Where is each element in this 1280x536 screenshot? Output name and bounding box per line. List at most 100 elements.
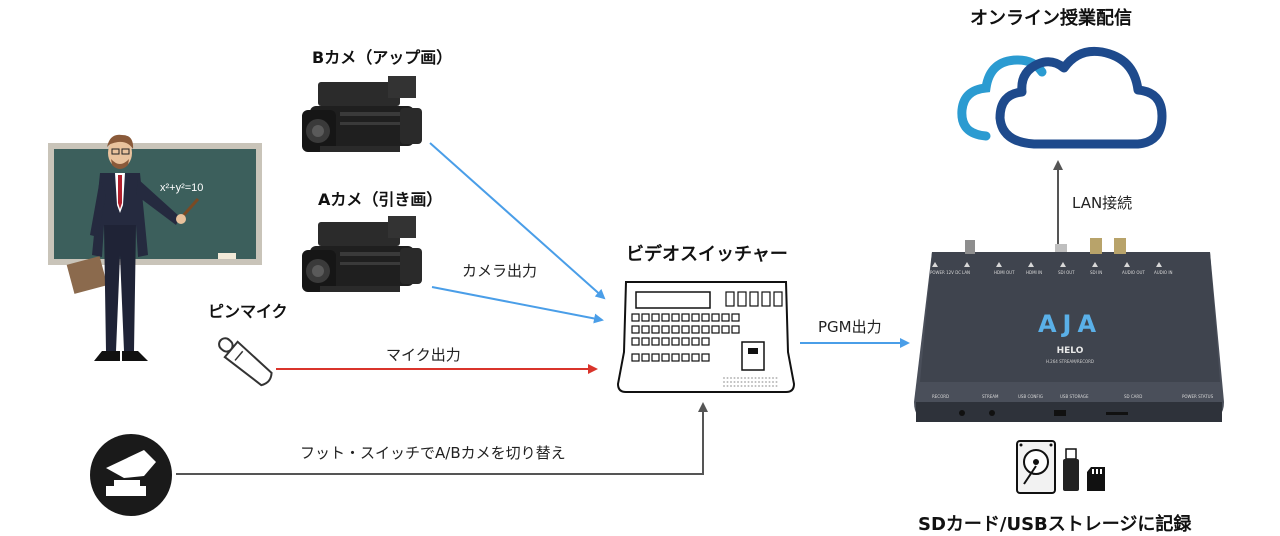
device-port-indicator [1092,262,1098,267]
storage-label: SDカード/USBストレージに記録 [918,514,1192,535]
switcher-speaker-dot [744,385,746,387]
device-port-label: AUDIO IN [1154,270,1173,275]
camera-output-label: カメラ出力 [462,262,538,280]
switcher-button [681,325,690,334]
device-brand: AJA [1038,310,1102,338]
switcher-fader-slot [761,291,771,307]
switcher-button [691,325,700,334]
switcher-speaker-dot [726,377,729,379]
switcher-button [671,353,680,362]
switcher-button [681,337,690,346]
switcher-speaker-dot [754,385,757,387]
cloud-icon [957,46,1167,149]
camera-a-icon [302,216,422,292]
device-port-indicator [964,262,970,267]
sd-card-icon [1087,467,1105,491]
switcher-speaker-dot [775,385,778,387]
switcher-button [691,353,700,362]
switcher-label: ビデオスイッチャー [626,244,788,265]
foot-switch-label: フット・スイッチでA/Bカメを切り替え [300,444,566,462]
switcher-button [631,325,640,334]
switcher-speaker-dot [733,377,736,379]
switcher-speaker-dot [723,381,725,383]
device-front-label: USB CONFIG [1018,394,1043,399]
aja-helo-device: AJA HELO H.264 STREAM/RECORD POWER 12V D… [914,238,1224,422]
switcher-button [711,313,720,322]
device-model: HELO [1057,346,1084,356]
switcher-speaker-dot [754,377,757,379]
switcher-speaker-dot [765,385,767,387]
switcher-button [651,353,660,362]
device-port-indicator [932,262,938,267]
switcher-button [701,353,710,362]
switcher-speaker-dot [751,377,753,379]
device-port-label: POWER 12V DC [930,270,961,275]
switcher-speaker-dot [733,385,736,387]
arrow-camera-b-to-switcher [429,142,606,300]
switcher-fader-slot [749,291,759,307]
switcher-button [681,313,690,322]
switcher-button [691,313,700,322]
switcher-speaker-dot [744,381,746,383]
switcher-button [631,313,640,322]
switcher-button [651,337,660,346]
switcher-fader-slot [773,291,783,307]
camera-b-icon [302,76,422,152]
switcher-speaker-dot [730,377,732,379]
switcher-button [731,325,740,334]
device-front-label: POWER STATUS [1182,394,1214,399]
switcher-speaker-dot [768,385,771,387]
device-front-label: USB STORAGE [1060,394,1089,399]
switcher-button [671,325,680,334]
switcher-button [691,337,700,346]
device-front-label: RECORD [932,394,949,399]
switcher-button [651,325,660,334]
hdd-icon [1016,440,1056,494]
blackboard-formula: x²+y²=10 [160,182,203,194]
lan-label: LAN接続 [1072,194,1133,212]
switcher-button [661,337,670,346]
switcher-speaker-dot [737,381,739,383]
switcher-button [701,337,710,346]
foot-switch-icon [90,434,172,516]
switcher-speaker-dot [740,381,743,383]
switcher-fader-slot [725,291,735,307]
switcher-speaker-dot [772,385,774,387]
switcher-speaker-dot [768,381,771,383]
switcher-speaker-dot [737,385,739,387]
switcher-speaker-dot [747,377,750,379]
switcher-button [671,313,680,322]
microphone-icon [218,337,273,387]
switcher-speaker-dot [747,381,750,383]
switcher-speaker-dot [761,381,764,383]
device-port-label: SDI IN [1090,270,1102,275]
switcher-speaker-dot [772,381,774,383]
device-subtitle: H.264 STREAM/RECORD [1046,359,1094,364]
pin-mic-label: ピンマイク [208,302,288,321]
device-port-label: AUDIO OUT [1122,270,1145,275]
switcher-speaker-dot [775,381,778,383]
switcher-speaker-dot [765,377,767,379]
switcher-speaker-dot [740,377,743,379]
teacher-illustration: x²+y²=10 [48,134,262,361]
device-port-label: HDMI IN [1026,270,1042,275]
camera-a-label: Aカメ（引き画） [318,190,443,209]
switcher-button [701,313,710,322]
switcher-speaker-dot [747,385,750,387]
switcher-speaker-dot [740,385,743,387]
switcher-speaker-dot [768,377,771,379]
device-port-indicator [1028,262,1034,267]
device-port-indicator [996,262,1002,267]
device-port-indicator [1060,262,1066,267]
switcher-fader-slot [737,291,747,307]
switcher-speaker-dot [761,377,764,379]
switcher-button [721,325,730,334]
usb-drive-icon [1063,448,1079,491]
device-port-label: LAN [962,270,970,275]
switcher-speaker-dot [772,377,774,379]
device-front-label: STREAM [982,394,999,399]
arrow-foot-switch-to-switcher [176,402,708,475]
device-port-label: SDI OUT [1058,270,1075,275]
switcher-speaker-dot [737,377,739,379]
switcher-speaker-dot [758,377,760,379]
